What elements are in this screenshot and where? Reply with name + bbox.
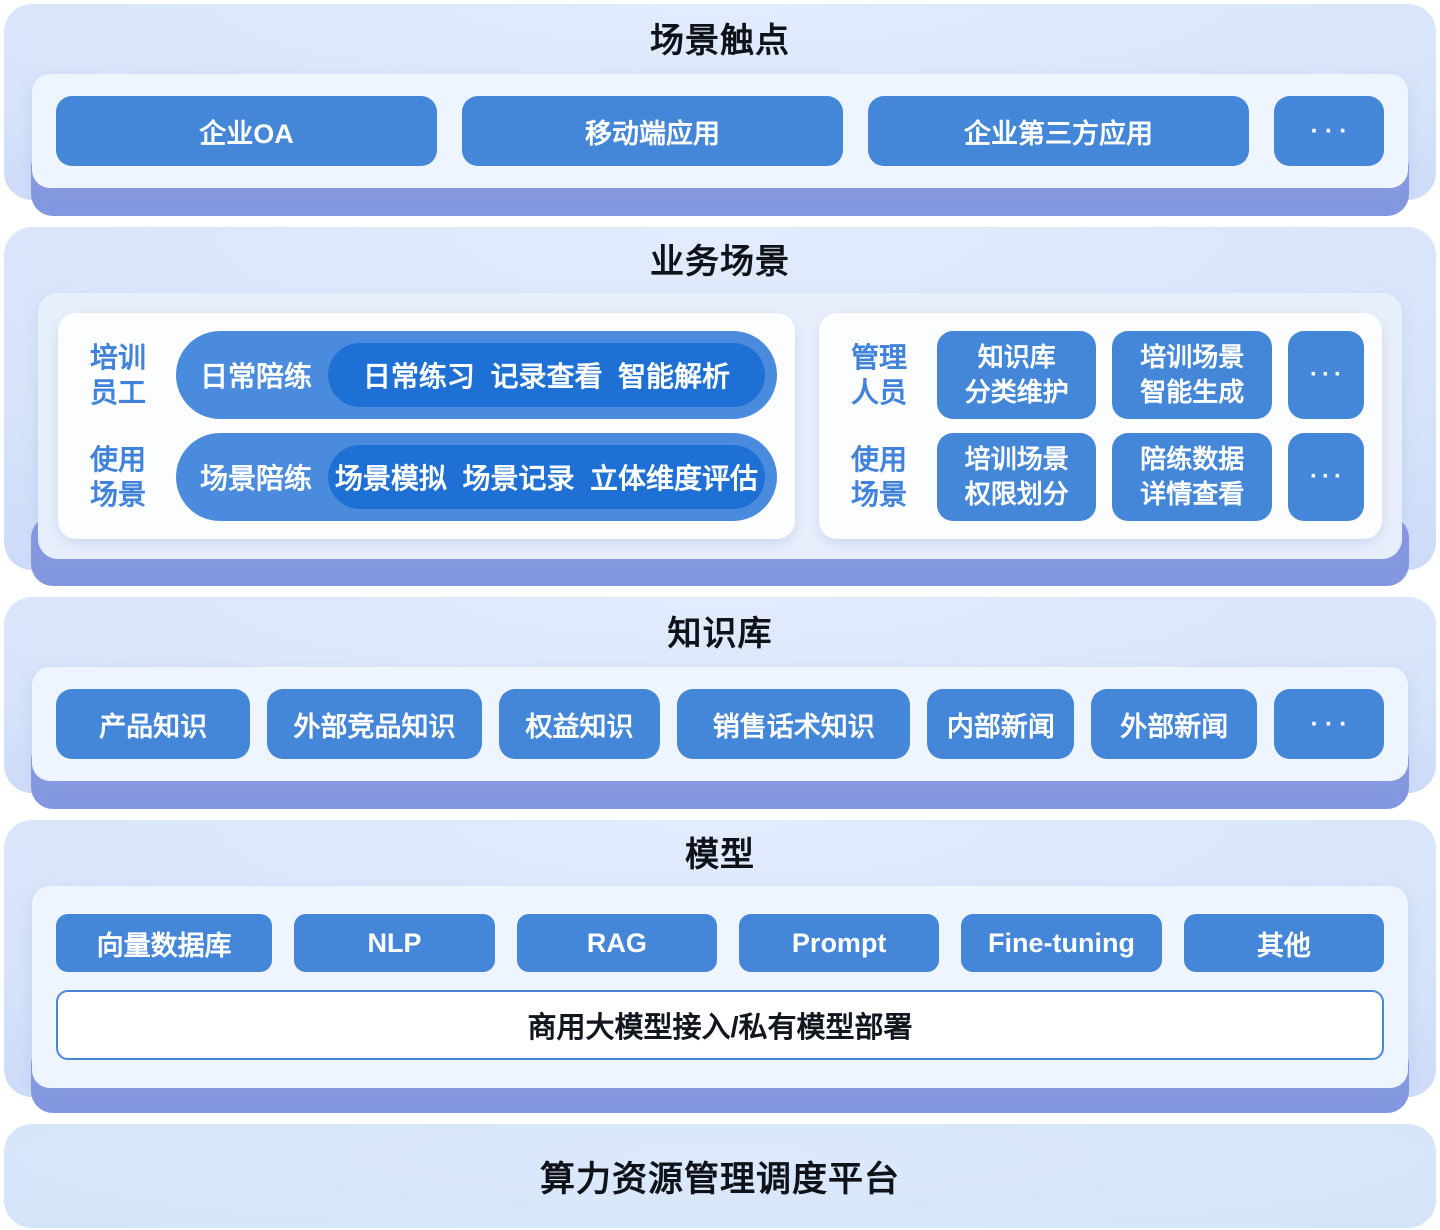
kb-node-internal-news: 内部新闻 (927, 689, 1075, 759)
model-node-prompt: Prompt (739, 914, 940, 972)
section-business: 业务场景 培训 员工 日常陪练 日常练习 记录查看 智能解析 使用 场景 场景陪… (4, 227, 1436, 586)
section-business-title: 业务场景 (650, 243, 790, 281)
coach-data-node: 陪练数据 详情查看 (1112, 433, 1272, 521)
training-row-scenario: 使用 场景 场景陪练 场景模拟 场景记录 立体维度评估 (76, 433, 777, 521)
kb-node-product: 产品知识 (56, 689, 251, 759)
section-platform: 算力资源管理调度平台 (4, 1124, 1436, 1228)
training-staff-label: 培训 员工 (89, 342, 146, 408)
knowledge-panel: 产品知识 外部竞品知识 权益知识 销售话术知识 内部新闻 外部新闻 ··· (32, 667, 1408, 781)
admin-usage-label: 使用 场景 (850, 444, 907, 510)
section-knowledge: 知识库 产品知识 外部竞品知识 权益知识 销售话术知识 内部新闻 外部新闻 ··… (4, 597, 1436, 809)
touchpoint-node-mobile-app: 移动端应用 (462, 96, 843, 166)
model-node-rag: RAG (516, 914, 718, 972)
admin-card: 管理 人员 知识库 分类维护 培训场景 智能生成 ··· 使用 场景 培训场景 … (818, 313, 1382, 539)
section-model-title: 模型 (685, 836, 755, 874)
scenario-coach-pill-name: 场景陪练 (200, 463, 313, 494)
kb-more-node: ··· (1274, 689, 1384, 759)
daily-coach-pill-detail: 日常练习 记录查看 智能解析 (328, 343, 765, 407)
kb-node-external-news: 外部新闻 (1091, 689, 1257, 759)
section-touchpoints-title: 场景触点 (650, 22, 790, 60)
admin-row-1-more-node: ··· (1288, 331, 1364, 419)
model-node-other: 其他 (1183, 914, 1384, 972)
scene-generation-node: 培训场景 智能生成 (1112, 331, 1272, 419)
kb-maintenance-node: 知识库 分类维护 (936, 331, 1097, 419)
touchpoint-node-thirdparty-app: 企业第三方应用 (868, 96, 1249, 166)
kb-node-benefits: 权益知识 (498, 689, 661, 759)
touchpoint-node-enterprise-oa: 企业OA (56, 96, 437, 166)
scenario-coach-pill: 场景陪练 场景模拟 场景记录 立体维度评估 (176, 433, 777, 521)
model-node-fine-tuning: Fine-tuning (961, 914, 1162, 972)
model-node-vector-db: 向量数据库 (56, 914, 273, 972)
section-knowledge-title: 知识库 (667, 615, 773, 653)
kb-node-sales-script: 销售话术知识 (677, 689, 911, 759)
training-staff-card: 培训 员工 日常陪练 日常练习 记录查看 智能解析 使用 场景 场景陪练 场景模… (58, 313, 795, 539)
kb-node-competitor: 外部竞品知识 (267, 689, 482, 759)
model-access-bar: 商用大模型接入/私有模型部署 (56, 990, 1384, 1060)
admin-row-2-more-node: ··· (1288, 433, 1364, 521)
business-panel: 培训 员工 日常陪练 日常练习 记录查看 智能解析 使用 场景 场景陪练 场景模… (38, 293, 1402, 559)
section-model: 模型 向量数据库 NLP RAG Prompt Fine-tuning 其他 商… (4, 820, 1436, 1113)
section-touchpoints: 场景触点 企业OA 移动端应用 企业第三方应用 ··· (4, 4, 1436, 216)
touchpoint-more-node: ··· (1274, 96, 1384, 166)
admin-row-1: 管理 人员 知识库 分类维护 培训场景 智能生成 ··· (837, 331, 1364, 419)
daily-coach-pill-name: 日常陪练 (200, 361, 313, 392)
usage-scenario-label: 使用 场景 (89, 444, 146, 510)
admin-row-2: 使用 场景 培训场景 权限划分 陪练数据 详情查看 ··· (837, 433, 1364, 521)
model-node-nlp: NLP (294, 914, 495, 972)
admin-label: 管理 人员 (850, 342, 907, 408)
model-panel: 向量数据库 NLP RAG Prompt Fine-tuning 其他 商用大模… (32, 886, 1408, 1088)
training-row-daily: 培训 员工 日常陪练 日常练习 记录查看 智能解析 (76, 331, 777, 419)
daily-coach-pill: 日常陪练 日常练习 记录查看 智能解析 (176, 331, 777, 419)
touchpoints-panel: 企业OA 移动端应用 企业第三方应用 ··· (32, 74, 1408, 188)
scenario-coach-pill-detail: 场景模拟 场景记录 立体维度评估 (328, 445, 765, 509)
section-platform-title: 算力资源管理调度平台 (539, 1159, 900, 1199)
model-node-row: 向量数据库 NLP RAG Prompt Fine-tuning 其他 (56, 914, 1384, 972)
permission-node: 培训场景 权限划分 (936, 433, 1097, 521)
